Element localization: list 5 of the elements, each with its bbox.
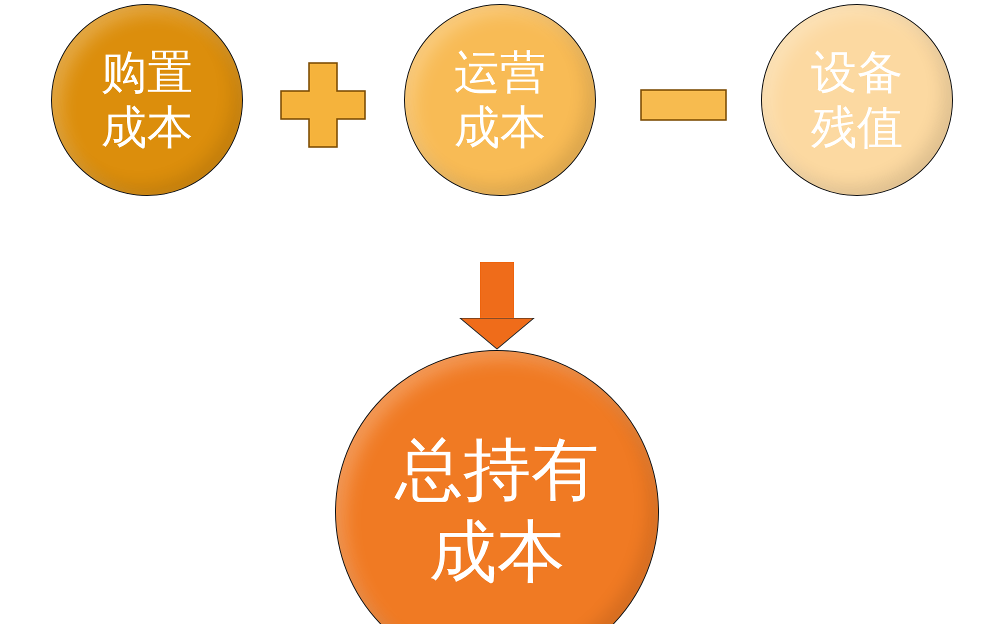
- node-label: 购置成本: [100, 44, 194, 156]
- node-label: 总持有成本: [394, 430, 600, 594]
- node-label: 运营成本: [453, 44, 547, 156]
- node-label: 设备残值: [810, 44, 904, 156]
- block-arrow: [460, 262, 534, 350]
